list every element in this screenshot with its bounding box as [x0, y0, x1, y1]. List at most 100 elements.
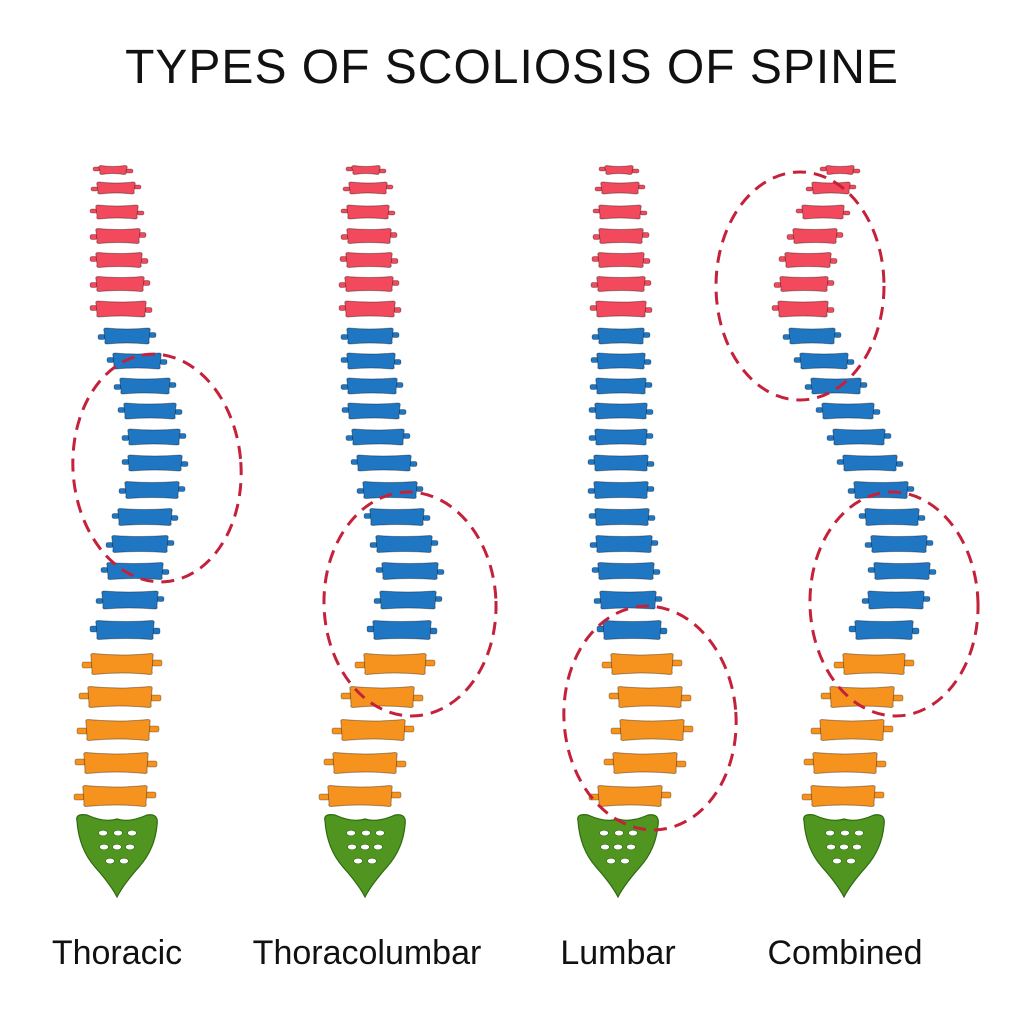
sacrum-foramen [628, 829, 638, 837]
diagram-title: TYPES OF SCOLIOSIS OF SPINE [125, 41, 899, 94]
thoracic-vertebra [372, 619, 432, 641]
lumbar-vertebra [349, 685, 415, 709]
cervical-vertebra [825, 164, 855, 176]
lumbar-vertebra [829, 685, 895, 709]
cervical-vertebra [600, 181, 640, 195]
thoracic-vertebra [810, 377, 862, 395]
lumbar-vertebra-process-left [74, 758, 86, 766]
thoracic-vertebra [867, 590, 925, 610]
lumbar-vertebra-process-left [833, 661, 845, 669]
lumbar-vertebra-process-left [803, 758, 815, 766]
spine-combined [714, 164, 980, 899]
sacrum-foramen [112, 843, 122, 851]
thoracic-vertebra [123, 402, 177, 420]
sacrum-foramen [127, 829, 137, 837]
spine-lumbar [562, 164, 738, 899]
label-lumbar: Lumbar [560, 934, 676, 972]
lumbar-vertebra [819, 718, 885, 742]
lumbar-vertebra-process-right [150, 694, 162, 702]
lumbar-vertebra-process-right [148, 725, 160, 733]
cervical-vertebra [351, 164, 381, 176]
lumbar-vertebra [83, 751, 149, 775]
sacrum-foramen [346, 829, 356, 837]
thoracic-vertebra [346, 377, 398, 395]
thoracic-vertebra [593, 480, 649, 500]
thoracic-vertebra [594, 428, 648, 446]
cervical-vertebra [597, 251, 645, 269]
sacrum-foramen [360, 843, 370, 851]
sacrum-foramen [613, 843, 623, 851]
sacrum [324, 814, 406, 899]
thoracic-vertebra [106, 561, 164, 581]
lumbar-vertebra-process-right [390, 791, 402, 799]
cervical-vertebra [801, 204, 845, 220]
sacrum-foramen [125, 843, 135, 851]
lumbar-vertebra-process-left [81, 661, 93, 669]
lumbar-vertebra [332, 751, 398, 775]
cervical-vertebra [348, 181, 388, 195]
thoracic-vertebra [873, 561, 931, 581]
lumbar-vertebra-process-left [354, 661, 366, 669]
lumbar-vertebra-process-right [892, 694, 904, 702]
sacrum [76, 814, 158, 899]
lumbar-vertebra [612, 751, 678, 775]
thoracic-vertebra [595, 377, 647, 395]
curve-marker-ellipse [714, 170, 886, 402]
sacrum-foramen [620, 857, 630, 865]
lumbar-vertebra [87, 685, 153, 709]
thoracic-vertebra [381, 561, 439, 581]
cervical-vertebra [779, 275, 829, 293]
cervical-vertebra [95, 204, 139, 220]
lumbar-vertebra-process-right [680, 694, 692, 702]
thoracic-vertebra [596, 352, 646, 370]
sacrum [577, 814, 659, 899]
thoracic-vertebra [346, 327, 394, 345]
thoracic-vertebra [602, 619, 662, 641]
spine-thoracolumbar [318, 164, 498, 899]
curve-marker-ellipse [808, 490, 980, 718]
sacrum-foramen [361, 829, 371, 837]
lumbar-vertebra-process-right [395, 760, 407, 768]
lumbar-vertebra-process-left [76, 727, 88, 735]
lumbar-vertebra-process-right [903, 659, 915, 667]
lumbar-vertebra-process-left [810, 727, 822, 735]
thoracic-vertebra [597, 327, 645, 345]
lumbar-vertebra [82, 784, 148, 808]
lumbar-vertebra-process-left [601, 661, 613, 669]
curve-marker-ellipse [562, 604, 738, 832]
lumbar-vertebra [90, 652, 154, 676]
lumbar-vertebra-process-left [603, 758, 615, 766]
sacrum-foramen [826, 843, 836, 851]
lumbar-vertebra [812, 751, 878, 775]
lumbar-vertebra [85, 718, 151, 742]
lumbar-vertebra-process-left [78, 692, 90, 700]
label-combined: Combined [767, 934, 923, 972]
thoracic-vertebra [111, 534, 169, 554]
lumbar-vertebra-process-left [820, 692, 832, 700]
thoracic-vertebra [853, 480, 909, 500]
lumbar-vertebra-process-left [801, 793, 813, 801]
thoracic-vertebra [356, 454, 412, 472]
cervical-vertebra [346, 204, 390, 220]
thoracic-vertebra [101, 590, 159, 610]
sacrum-foramen [832, 857, 842, 865]
lumbar-vertebra-process-right [145, 791, 157, 799]
lumbar-vertebra-process-left [318, 793, 330, 801]
thoracic-vertebra [127, 428, 181, 446]
thoracic-vertebra [346, 352, 396, 370]
sacrum-foramen [113, 829, 123, 837]
sacrum-foramen [373, 843, 383, 851]
thoracic-vertebra [351, 428, 405, 446]
label-thoracolumbar: Thoracolumbar [252, 934, 482, 972]
thoracic-vertebra [832, 428, 886, 446]
cervical-vertebra [604, 164, 634, 176]
thoracic-vertebra [597, 561, 655, 581]
lumbar-vertebra [617, 685, 683, 709]
thoracic-vertebra [593, 454, 649, 472]
cervical-vertebra [344, 300, 396, 318]
sacrum [803, 814, 885, 899]
cervical-vertebra [784, 251, 832, 269]
cervical-vertebra [95, 251, 143, 269]
thoracic-vertebra [854, 619, 914, 641]
sacrum-foramen [105, 857, 115, 865]
